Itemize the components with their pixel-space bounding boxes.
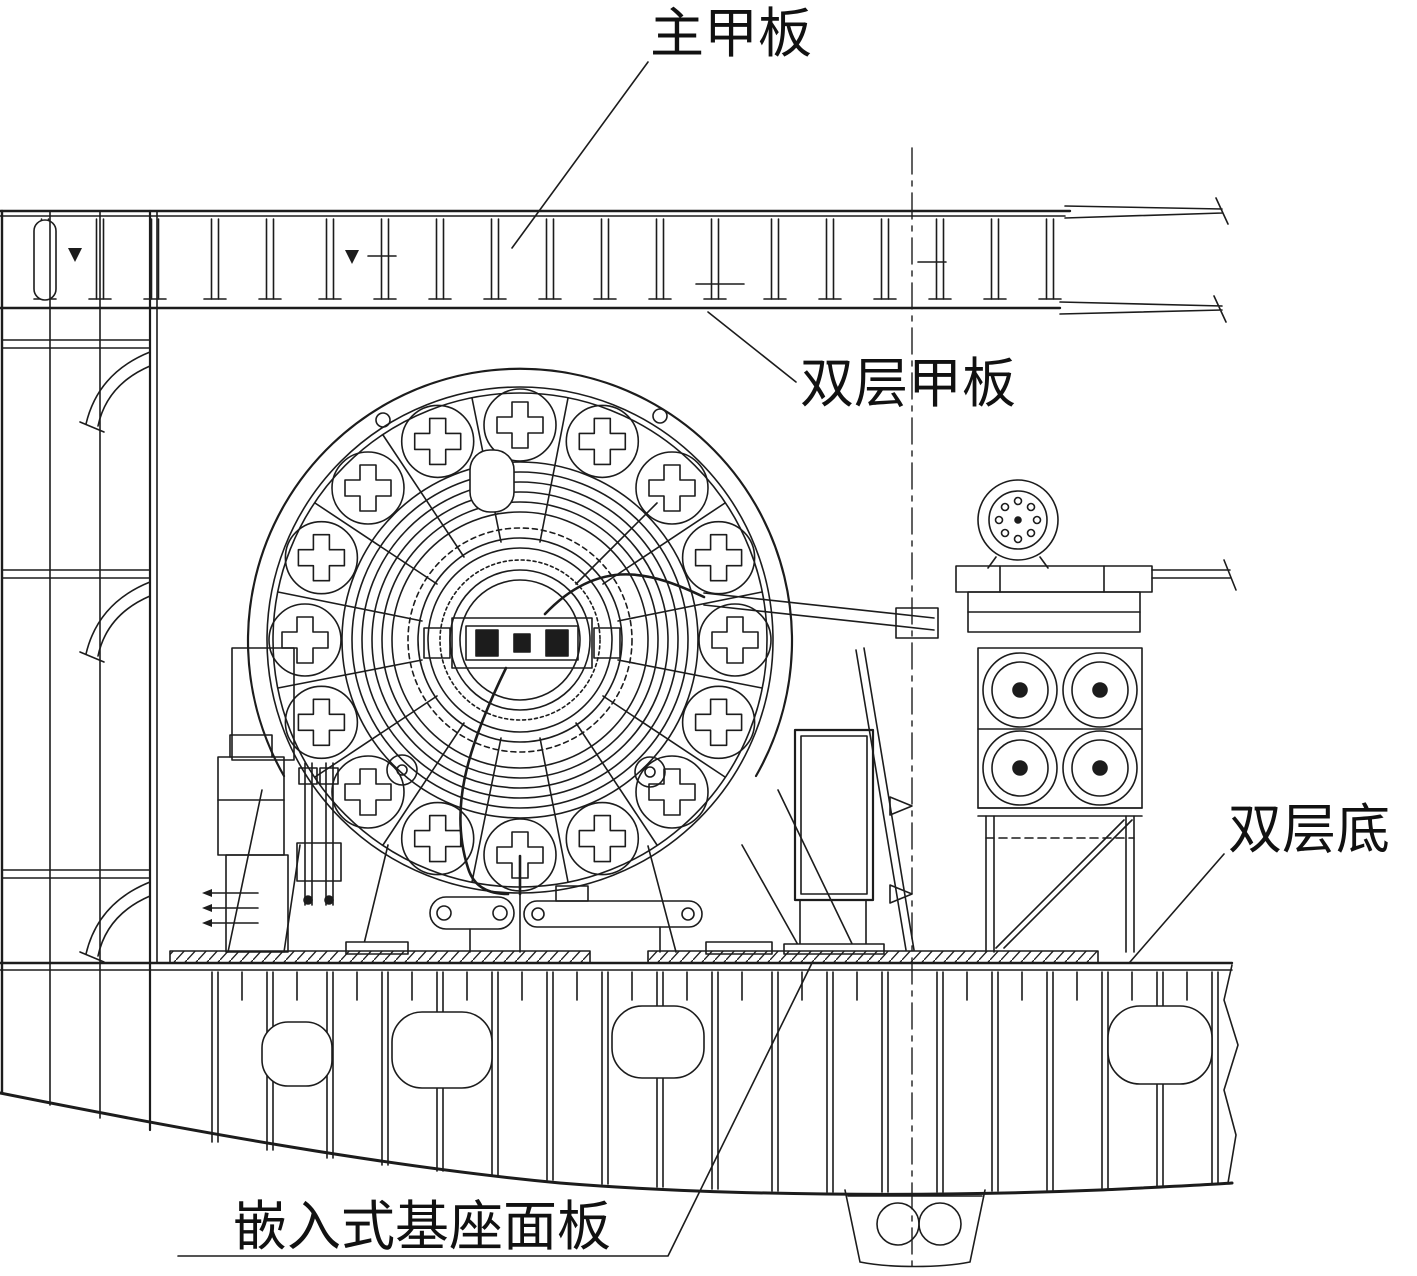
lightening-holes: [261, 1005, 1213, 1089]
winch-piping: [459, 573, 706, 896]
bottom-shell: [0, 1091, 1234, 1196]
winch-hub: [423, 617, 621, 669]
label-main-deck: 主甲板: [650, 4, 812, 64]
bulkhead-bracket: [79, 581, 151, 663]
embedded-base-panel: [169, 950, 1099, 964]
double-bottom-structure: [0, 961, 1239, 1268]
drive-arm: [703, 592, 939, 951]
motor-shelf: [955, 559, 1237, 633]
motor: [977, 479, 1059, 569]
winch-drum-rings: [351, 471, 689, 809]
bulkhead-bracket: [79, 881, 151, 963]
main-deck-structure: [0, 197, 1229, 323]
left-cabinet: [202, 734, 342, 953]
weld-mark: [68, 248, 82, 262]
leader-embedded-base-panel: [177, 962, 813, 1257]
auxiliary-machinery: [955, 479, 1237, 953]
winch-assembly: [202, 367, 939, 955]
leader-main-deck: [511, 61, 649, 249]
left-bulkhead: [0, 209, 158, 1132]
pillar-section: [33, 219, 57, 301]
top-fitting: [469, 449, 515, 513]
annotations: 主甲板 双层甲板 双层底 嵌入式基座面板: [177, 4, 1390, 1257]
keel-duct: [844, 1189, 986, 1268]
pump-bank: [977, 647, 1143, 817]
bulkhead-bracket: [79, 351, 151, 433]
label-embedded-base-panel: 嵌入式基座面板: [233, 1197, 611, 1257]
weld-mark: [345, 250, 359, 264]
flow-arrows: [889, 796, 913, 904]
deck-break-symbol: [1059, 197, 1229, 323]
base-cylinders: [429, 885, 703, 953]
right-cabinet: [783, 728, 885, 955]
leader-double-deck: [707, 311, 797, 383]
winch-spokes: [277, 397, 763, 883]
leader-double-bottom: [1129, 853, 1225, 963]
bottom-break-symbol: [1223, 964, 1239, 1184]
floor-stiffener-ticks: [241, 971, 1188, 1001]
label-double-deck: 双层甲板: [800, 354, 1016, 414]
label-double-bottom: 双层底: [1228, 800, 1390, 860]
support-frame: [985, 815, 1135, 953]
